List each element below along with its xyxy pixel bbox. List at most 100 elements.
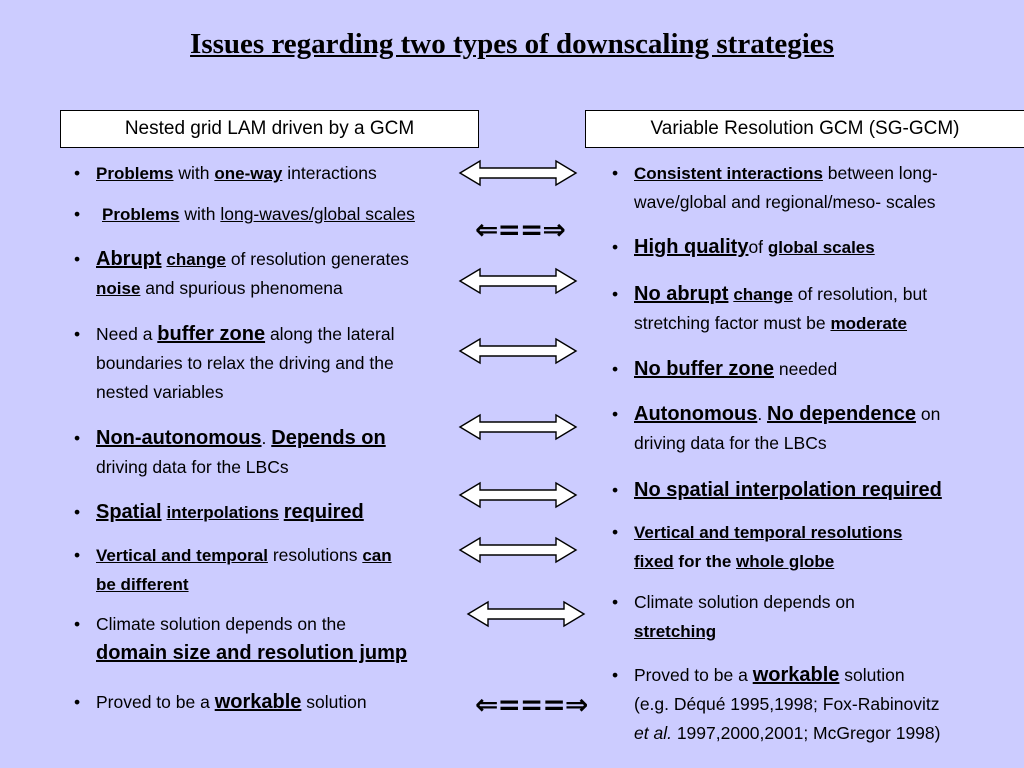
text: No buffer zone	[634, 358, 774, 380]
text: of resolution, but	[792, 284, 928, 304]
right-item-5: • Autonomous. No dependence on driving d…	[612, 400, 941, 458]
text: Climate solution depends on the	[96, 614, 347, 634]
left-item-8: • Climate solution depends on the domain…	[74, 610, 408, 668]
text: with	[179, 204, 221, 224]
text: one-way	[214, 164, 283, 183]
text: change	[733, 285, 793, 304]
text: solution	[839, 665, 905, 685]
right-item-3: • No abrupt change of resolution, but st…	[612, 280, 928, 338]
left-item-2: • Problems with long-waves/global scales	[74, 200, 415, 229]
right-item-2: • High qualityof global scales	[612, 233, 875, 262]
text: stretching	[634, 622, 717, 641]
text: Need a	[96, 324, 158, 344]
text: driving data for the LBCs	[96, 457, 289, 477]
text: can	[362, 546, 392, 565]
text: of resolution generates	[225, 249, 409, 269]
header-nested-lam: Nested grid LAM driven by a GCM	[60, 110, 479, 148]
bullet: •	[74, 204, 81, 224]
text: (e.g. Déqué 1995,1998; Fox-Rabinovitz	[634, 694, 940, 714]
bullet: •	[74, 692, 81, 712]
text: buffer zone	[157, 323, 266, 345]
text: interactions	[282, 163, 377, 183]
double-arrow-icon	[458, 159, 578, 187]
bullet: •	[74, 545, 81, 565]
text: Climate solution depends on	[634, 592, 855, 612]
right-item-7: • Vertical and temporal resolutions fixe…	[612, 518, 903, 576]
bullet: •	[74, 502, 81, 522]
text: domain size and resolution jump	[96, 642, 408, 664]
text: Abrupt	[96, 248, 162, 270]
double-arrow-icon	[458, 413, 578, 441]
text: resolutions	[267, 545, 363, 565]
left-item-9: • Proved to be a workable solution	[74, 688, 367, 717]
text: for the	[673, 552, 737, 571]
text: wave/global and regional/meso- scales	[634, 192, 936, 212]
text: .	[757, 404, 768, 424]
text: 1997,2000,2001; McGregor 1998)	[671, 723, 941, 743]
text: and spurious phenomena	[140, 278, 343, 298]
bullet: •	[612, 480, 619, 500]
text: moderate	[830, 314, 908, 333]
text: No spatial interpolation required	[634, 479, 942, 501]
text: .	[261, 428, 272, 448]
right-item-4: • No buffer zone needed	[612, 355, 838, 384]
text: boundaries to relax the driving and the	[96, 353, 394, 373]
text: workable	[214, 691, 302, 713]
bullet: •	[612, 284, 619, 304]
text: Proved to be a	[634, 665, 753, 685]
bullet: •	[74, 428, 81, 448]
text: long-waves/global scales	[220, 204, 415, 224]
bullet: •	[612, 665, 619, 685]
text: et al.	[634, 723, 672, 743]
text: No abrupt	[634, 283, 729, 305]
page-title: Issues regarding two types of downscalin…	[190, 28, 834, 60]
text: be different	[96, 575, 189, 594]
text: Consistent interactions	[634, 164, 823, 183]
text: Depends on	[271, 427, 386, 449]
left-item-7: • Vertical and temporal resolutions can …	[74, 541, 392, 599]
bullet: •	[612, 359, 619, 379]
double-arrow-icon	[458, 536, 578, 564]
text: global scales	[767, 238, 875, 257]
bullet: •	[612, 237, 619, 257]
text: Proved to be a	[96, 692, 215, 712]
text: noise	[96, 279, 141, 298]
right-item-6: • No spatial interpolation required	[612, 476, 942, 505]
text: workable	[752, 664, 840, 686]
text: whole globe	[736, 552, 835, 571]
double-arrow-icon: ⇐===⇒	[475, 688, 588, 721]
text: with	[173, 163, 215, 183]
text: change	[166, 250, 226, 269]
bullet: •	[74, 163, 81, 183]
text: solution	[301, 692, 367, 712]
double-arrow-icon	[458, 337, 578, 365]
text: fixed	[634, 552, 674, 571]
double-arrow-icon	[466, 600, 586, 628]
left-item-6: • Spatial interpolations required	[74, 498, 364, 527]
text: Problems	[102, 205, 180, 224]
text: High quality	[634, 236, 749, 258]
text: driving data for the LBCs	[634, 433, 827, 453]
bullet: •	[612, 592, 619, 612]
text: required	[283, 501, 364, 523]
right-item-9: • Proved to be a workable solution (e.g.…	[612, 661, 941, 748]
text: Non-autonomous	[96, 427, 262, 449]
text: interpolations	[166, 503, 279, 522]
text: on	[915, 404, 941, 424]
double-arrow-icon	[458, 481, 578, 509]
text: Spatial	[96, 501, 162, 523]
text: Problems	[96, 164, 174, 183]
bullet: •	[612, 522, 619, 542]
bullet: •	[612, 163, 619, 183]
bullet: •	[74, 249, 81, 269]
text: of	[748, 237, 768, 257]
double-arrow-icon: ⇐==⇒	[475, 213, 566, 246]
header-variable-resolution-gcm: Variable Resolution GCM (SG-GCM)	[585, 110, 1024, 148]
text: Vertical and temporal resolutions	[634, 523, 903, 542]
left-item-1: • Problems with one-way interactions	[74, 159, 377, 188]
left-item-4: • Need a buffer zone along the lateral b…	[74, 320, 394, 407]
right-item-1: • Consistent interactions between long- …	[612, 159, 938, 217]
bullet: •	[74, 324, 81, 344]
text: needed	[774, 359, 838, 379]
text: stretching factor must be	[634, 313, 831, 333]
